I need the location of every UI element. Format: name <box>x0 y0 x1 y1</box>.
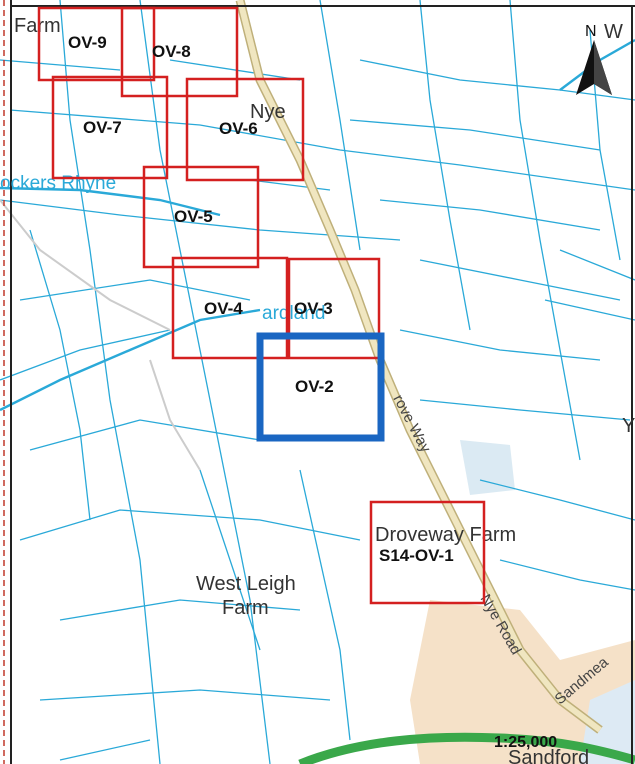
box-s14ov1-label: S14-OV-1 <box>379 546 454 565</box>
scale-label: 1:25,000 <box>494 734 557 751</box>
box-ov2-label: OV-2 <box>295 377 334 396</box>
box-ov6-label: OV-6 <box>219 119 258 138</box>
box-ov4[interactable] <box>171 256 289 360</box>
farm-top-label: Farm <box>14 15 61 37</box>
box-s14ov1[interactable] <box>369 500 486 605</box>
roads <box>0 0 603 734</box>
nye-label: Nye <box>250 101 286 123</box>
box-ov5[interactable] <box>142 165 260 269</box>
box-ov6[interactable] <box>185 77 305 182</box>
box-ov4-label: OV-4 <box>204 299 243 318</box>
sandford-label: Sandford <box>508 747 589 764</box>
box-ov8-label: OV-8 <box>152 42 191 61</box>
box-ov9-label: OV-9 <box>68 33 107 52</box>
hardland-label: ardland <box>262 303 325 324</box>
box-ov7[interactable] <box>51 75 169 180</box>
box-ov3-label: OV-3 <box>294 299 333 318</box>
north-arrow-icon: N <box>576 23 612 95</box>
ov-boxes <box>37 6 486 605</box>
box-ov2[interactable] <box>256 332 385 442</box>
north-label: N <box>585 23 597 40</box>
frame-border <box>10 0 635 764</box>
droveway-farm-label: Droveway Farm <box>375 524 516 546</box>
west-leigh-label: West Leigh <box>196 573 296 595</box>
right-y-label: Y <box>622 415 635 437</box>
box-ov5-label: OV-5 <box>174 207 213 226</box>
right-w-label: W <box>604 21 623 43</box>
rhyne-label: ockers Rhyne <box>0 173 116 194</box>
west-leigh-farm-label: Farm <box>222 597 269 619</box>
box-ov7-label: OV-7 <box>83 118 122 137</box>
route-line <box>298 732 635 764</box>
box-ov3[interactable] <box>287 257 381 360</box>
box-ov9[interactable] <box>37 6 156 82</box>
box-ov8[interactable] <box>120 6 239 98</box>
urban-area <box>410 440 635 764</box>
